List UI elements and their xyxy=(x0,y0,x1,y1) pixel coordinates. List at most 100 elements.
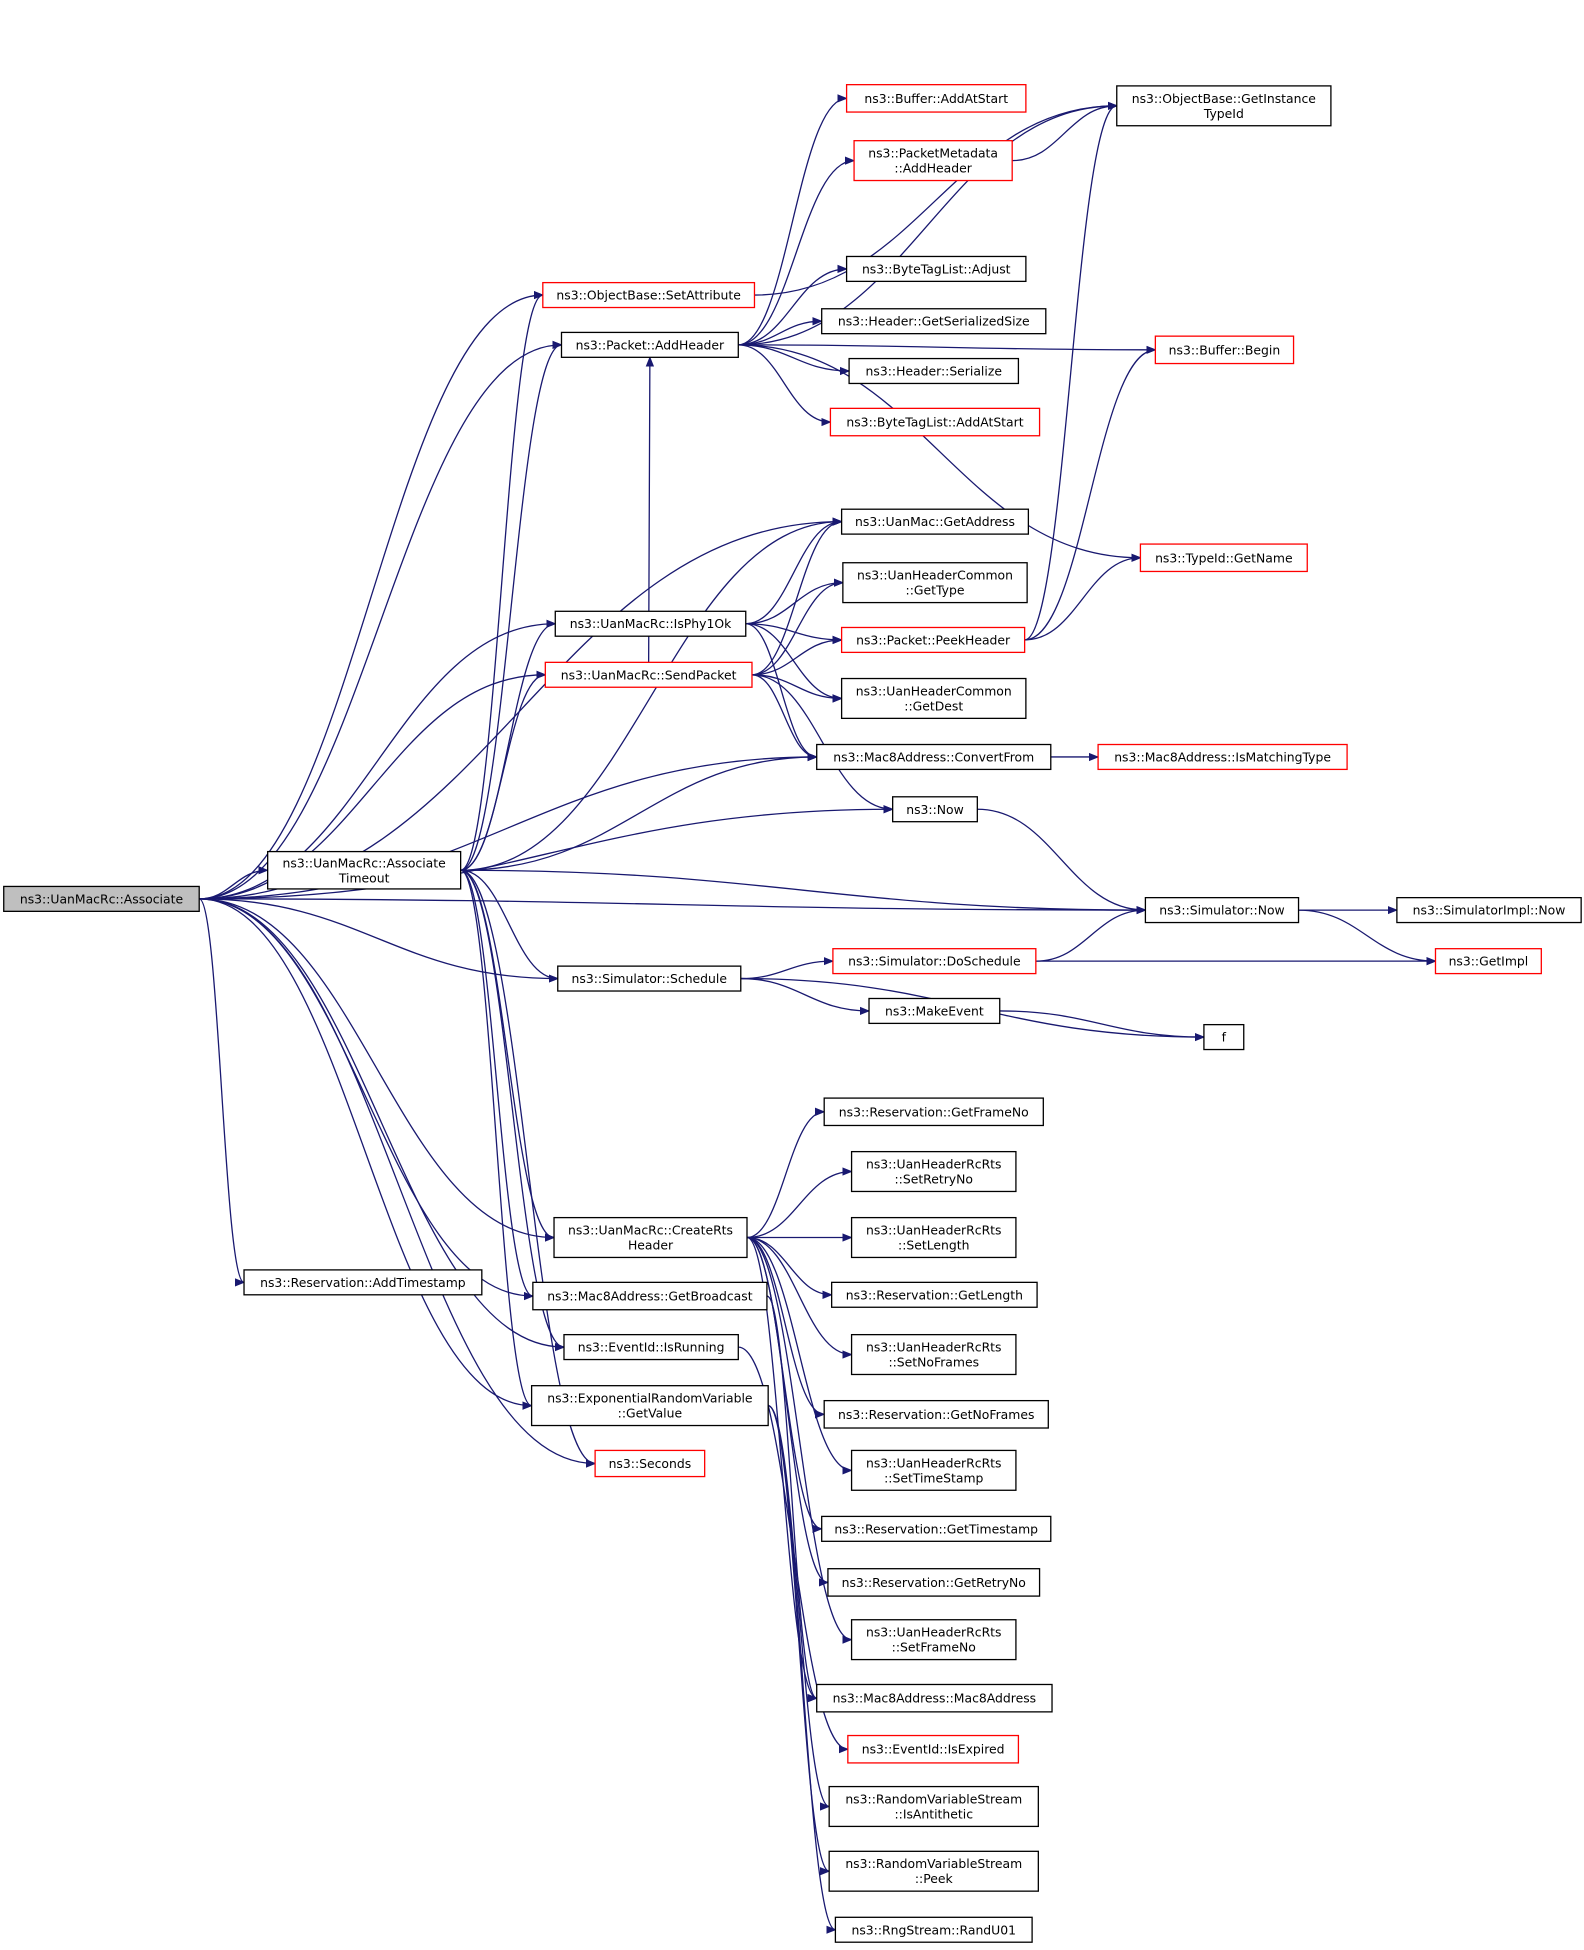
node-label: ::GetValue xyxy=(618,1406,682,1421)
node-label: ns3::UanHeaderRcRts xyxy=(866,1223,1002,1238)
node-rts-set-timestamp[interactable]: ns3::UanHeaderRcRts::SetTimeStamp xyxy=(850,1449,1017,1491)
node-uhc-get-dest[interactable]: ns3::UanHeaderCommon::GetDest xyxy=(840,677,1027,720)
node-typeid-get-name[interactable]: ns3::TypeId::GetName xyxy=(1139,543,1308,573)
edge-assoc_timeout-to-schedule xyxy=(460,869,558,978)
edge-assoc_timeout-to-create_rts xyxy=(460,869,555,1237)
node-box xyxy=(827,1568,1041,1597)
node-get-impl[interactable]: ns3::GetImpl xyxy=(1434,948,1542,975)
node-simimpl-now[interactable]: ns3::SimulatorImpl::Now xyxy=(1396,896,1582,924)
node-box xyxy=(847,1734,1020,1764)
node-packet-add-header[interactable]: ns3::Packet::AddHeader xyxy=(560,331,739,358)
node-pm-add-header[interactable]: ns3::PacketMetadata::AddHeader xyxy=(853,140,1013,182)
node-mac8-is-matching[interactable]: ns3::Mac8Address::IsMatchingType xyxy=(1097,743,1348,771)
edge-associate-to-mac8_convert_from xyxy=(199,757,817,900)
node-label: ns3::Simulator::Schedule xyxy=(572,971,727,986)
node-box xyxy=(829,407,1041,437)
node-mac8-get-broadcast[interactable]: ns3::Mac8Address::GetBroadcast xyxy=(532,1281,768,1311)
edge-assoc_timeout-to-eventid_is_running xyxy=(460,869,565,1347)
node-is-phy1ok[interactable]: ns3::UanMacRc::IsPhy1Ok xyxy=(554,610,747,637)
node-exp-get-value[interactable]: ns3::ExponentialRandomVariable::GetValue xyxy=(530,1385,769,1427)
node-label: ns3::Packet::PeekHeader xyxy=(856,632,1011,647)
node-buffer-begin[interactable]: ns3::Buffer::Begin xyxy=(1154,335,1295,365)
node-res-get-length[interactable]: ns3::Reservation::GetLength xyxy=(831,1281,1038,1308)
edge-is_phy1ok-to-mac8_convert_from xyxy=(745,623,817,757)
node-label: ::SetNoFrames xyxy=(888,1355,979,1370)
node-uhc-get-type[interactable]: ns3::UanHeaderCommon::GetType xyxy=(842,562,1028,604)
edge-assoc_timeout-to-exp_get_value xyxy=(460,869,532,1405)
edge-peek_header-to-typeid_get_name xyxy=(1024,558,1141,641)
node-label: ns3::Reservation::GetFrameNo xyxy=(839,1104,1029,1119)
node-box xyxy=(563,1333,739,1361)
edge-packet_add_header-to-get_instance_typeid xyxy=(738,106,1116,346)
node-label: ns3::Seconds xyxy=(609,1456,692,1471)
node-res-get-frame-no[interactable]: ns3::Reservation::GetFrameNo xyxy=(823,1097,1044,1127)
edge-schedule-to-make_event xyxy=(740,977,869,1011)
node-box xyxy=(831,1281,1038,1308)
node-send-packet[interactable]: ns3::UanMacRc::SendPacket xyxy=(544,661,753,688)
node-hdr-get-ser-size[interactable]: ns3::Header::GetSerializedSize xyxy=(821,308,1047,335)
node-label: ::SetRetryNo xyxy=(894,1172,973,1187)
node-associate[interactable]: ns3::UanMacRc::Associate xyxy=(3,885,200,912)
node-simulator-now[interactable]: ns3::Simulator::Now xyxy=(1144,896,1300,924)
node-hdr-serialize[interactable]: ns3::Header::Serialize xyxy=(848,357,1020,385)
edge-send_packet-to-ns3_now xyxy=(751,674,893,809)
node-mac8-ctor[interactable]: ns3::Mac8Address::Mac8Address xyxy=(816,1683,1053,1713)
edge-peek_header-to-buffer_begin xyxy=(1024,350,1156,641)
node-box xyxy=(1434,948,1542,975)
edges-layer xyxy=(198,98,1435,1929)
node-box xyxy=(560,331,739,358)
edge-associate-to-send_packet xyxy=(199,675,545,900)
node-ns3-now[interactable]: ns3::Now xyxy=(892,796,978,823)
node-label: ns3::ObjectBase::SetAttribute xyxy=(556,288,740,303)
node-btl-adjust[interactable]: ns3::ByteTagList::Adjust xyxy=(845,255,1027,283)
edge-create_rts-to-rts_set_frame_no xyxy=(746,1236,852,1640)
edge-send_packet-to-packet_add_header xyxy=(649,357,650,663)
node-buffer-add-at-start[interactable]: ns3::Buffer::AddAtStart xyxy=(845,84,1027,113)
node-peek-header[interactable]: ns3::Packet::PeekHeader xyxy=(840,626,1026,654)
node-rts-set-no-frames[interactable]: ns3::UanHeaderRcRts::SetNoFrames xyxy=(850,1333,1017,1376)
node-box xyxy=(243,1269,483,1296)
node-res-get-retry-no[interactable]: ns3::Reservation::GetRetryNo xyxy=(827,1568,1041,1597)
node-box xyxy=(821,1515,1052,1542)
node-rng-randu01[interactable]: ns3::RngStream::RandU01 xyxy=(834,1916,1033,1943)
node-seconds[interactable]: ns3::Seconds xyxy=(594,1449,706,1478)
edge-schedule-to-do_schedule xyxy=(740,961,833,980)
edge-associate-to-is_phy1ok xyxy=(199,624,555,900)
node-label: ns3::TypeId::GetName xyxy=(1155,550,1293,565)
node-label: ns3::ExponentialRandomVariable xyxy=(547,1391,752,1406)
node-eventid-is-running[interactable]: ns3::EventId::IsRunning xyxy=(563,1333,739,1361)
edge-associate-to-eventid_is_running xyxy=(199,898,564,1347)
node-btl-add-at-start[interactable]: ns3::ByteTagList::AddAtStart xyxy=(829,407,1041,437)
node-label: ns3::EventId::IsRunning xyxy=(578,1340,725,1355)
node-label: TypeId xyxy=(1203,106,1244,121)
node-schedule[interactable]: ns3::Simulator::Schedule xyxy=(557,965,742,992)
edge-send_packet-to-uhc_get_dest xyxy=(751,674,842,699)
node-make-event[interactable]: ns3::MakeEvent xyxy=(868,997,1001,1025)
edge-create_rts-to-rts_set_timestamp xyxy=(746,1236,852,1471)
node-res-get-no-frames[interactable]: ns3::Reservation::GetNoFrames xyxy=(823,1399,1049,1429)
node-label: ::GetDest xyxy=(904,698,963,713)
node-rts-set-retry-no[interactable]: ns3::UanHeaderRcRts::SetRetryNo xyxy=(850,1150,1017,1193)
node-mac8-convert-from[interactable]: ns3::Mac8Address::ConvertFrom xyxy=(816,743,1052,771)
edge-assoc_timeout-to-packet_add_header xyxy=(460,345,562,871)
node-add-timestamp[interactable]: ns3::Reservation::AddTimestamp xyxy=(243,1269,483,1296)
node-rvs-peek[interactable]: ns3::RandomVariableStream::Peek xyxy=(828,1850,1039,1892)
node-rts-set-frame-no[interactable]: ns3::UanHeaderRcRts::SetFrameNo xyxy=(850,1619,1017,1661)
node-rts-set-length[interactable]: ns3::UanHeaderRcRts::SetLength xyxy=(850,1216,1017,1259)
node-eventid-is-expired[interactable]: ns3::EventId::IsExpired xyxy=(847,1734,1020,1764)
edge-exp_get_value-to-rvs_is_antithetic xyxy=(767,1404,830,1807)
node-label: ns3::Mac8Address::IsMatchingType xyxy=(1114,749,1331,764)
node-set-attribute[interactable]: ns3::ObjectBase::SetAttribute xyxy=(542,281,756,309)
node-uanmac-get-address[interactable]: ns3::UanMac::GetAddress xyxy=(840,508,1030,535)
node-rvs-is-antithetic[interactable]: ns3::RandomVariableStream::IsAntithetic xyxy=(828,1785,1039,1828)
edge-send_packet-to-uhc_get_type xyxy=(751,583,843,676)
edge-is_phy1ok-to-uanmac_get_address xyxy=(745,522,842,625)
node-label: ns3::UanHeaderCommon xyxy=(856,683,1012,698)
node-do-schedule[interactable]: ns3::Simulator::DoSchedule xyxy=(832,948,1037,975)
node-res-get-timestamp[interactable]: ns3::Reservation::GetTimestamp xyxy=(821,1515,1052,1542)
node-f[interactable]: f xyxy=(1203,1023,1245,1051)
